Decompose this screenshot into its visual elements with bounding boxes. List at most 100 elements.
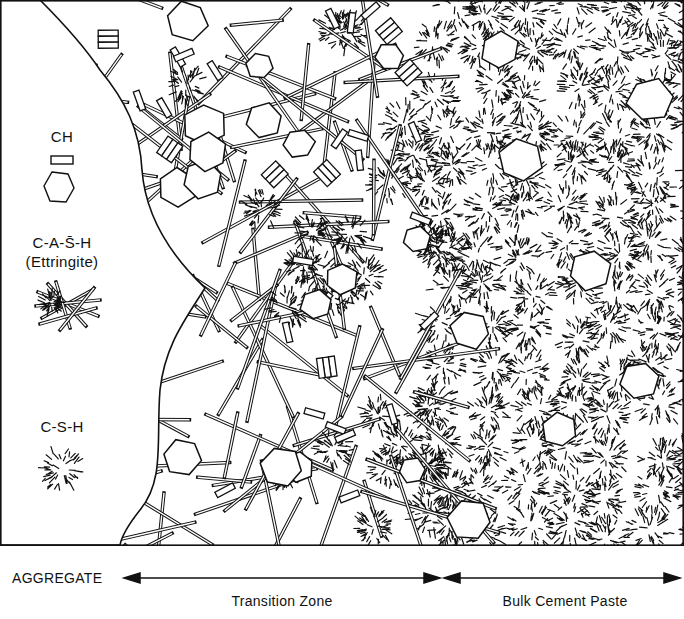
zone-label: Transition Zone (231, 593, 332, 611)
ch-plate (293, 256, 314, 265)
csh-fibres (543, 18, 598, 69)
ch-plate (375, 18, 402, 45)
csh-fibres (583, 390, 630, 437)
ettringite-needle (354, 349, 499, 369)
ettringite-needle (324, 73, 335, 164)
csh-cluster (628, 221, 671, 262)
csh-cluster (330, 215, 371, 253)
csh-cluster (668, 308, 684, 357)
ettringite-needle (231, 20, 282, 25)
csh-cluster (468, 388, 511, 432)
ch-hexagon (499, 139, 542, 181)
csh-fibres (456, 260, 506, 305)
ch-plate (133, 90, 145, 111)
ch-hexagon (283, 130, 315, 157)
csh-fibres (590, 65, 636, 117)
ettringite-needle (365, 376, 469, 460)
csh-cluster (628, 178, 679, 231)
ettringite-sample (36, 282, 100, 330)
csh-fibres (633, 270, 675, 318)
csh-cluster (554, 140, 599, 184)
csh-fibres (589, 113, 644, 163)
csh-fibres (581, 476, 626, 523)
ch-hexagon-sample (44, 172, 74, 202)
ch-plate (173, 48, 194, 61)
ettringite-needle (336, 327, 360, 425)
csh-fibres (634, 464, 683, 515)
csh-cluster (169, 66, 206, 107)
csh-cluster (293, 215, 332, 252)
csh-cluster (589, 113, 644, 163)
csh-fibres (493, 178, 543, 232)
csh-fibres (591, 27, 642, 75)
ch-hexagon (300, 290, 331, 319)
csh-cluster (557, 63, 605, 110)
legend-label: C-A-S̄-H (Ettringite) (8, 234, 116, 272)
csh-cluster (681, 185, 684, 234)
ettringite-needle (367, 459, 495, 508)
csh-fibres (668, 308, 684, 357)
ch-plate (339, 490, 360, 503)
csh-fibres (624, 152, 677, 206)
ch-plate (348, 130, 369, 142)
ettringite-needle (270, 222, 388, 228)
ch-hexagon (620, 363, 659, 398)
csh-fibres (464, 187, 511, 234)
csh-fibres (414, 21, 459, 68)
csh-cluster (39, 447, 83, 491)
ettringite-needle (397, 429, 494, 542)
csh-fibres (284, 244, 325, 287)
csh-fibres (543, 495, 598, 545)
ch-plate (314, 160, 341, 187)
csh-cluster (38, 288, 65, 316)
csh-fibres (354, 507, 392, 545)
csh-fibres (638, 437, 684, 481)
csh-cluster (673, 0, 684, 29)
ettringite-needle (242, 436, 261, 487)
csh-fibres (169, 66, 206, 107)
ettringite-needle (283, 172, 363, 262)
ch-hexagon (327, 264, 357, 295)
csh-cluster (548, 0, 599, 29)
csh-cluster (354, 507, 392, 545)
csh-fibres (673, 0, 684, 29)
csh-cluster (552, 111, 604, 162)
ch-hexagon (447, 501, 490, 538)
csh-cluster (500, 300, 552, 350)
csh-fibres (39, 447, 83, 491)
csh-cluster (502, 76, 546, 124)
ch-plate (326, 8, 340, 29)
csh-cluster (467, 425, 508, 470)
csh-cluster (493, 178, 543, 232)
ch-plate (207, 61, 223, 81)
csh-fibres (502, 459, 550, 509)
ch-hexagon (260, 448, 301, 486)
ettringite-needle (203, 172, 331, 242)
ch-plate (316, 356, 337, 378)
csh-cluster (587, 516, 629, 546)
csh-cluster (583, 434, 627, 480)
csh-fibres (548, 0, 599, 29)
csh-fibres (673, 472, 684, 522)
ch-plate (157, 136, 183, 163)
csh-fibres (557, 63, 605, 110)
zone-label: Bulk Cement Paste (503, 593, 628, 611)
ch-plate (386, 404, 397, 425)
csh-cluster (559, 356, 601, 401)
csh-cluster (634, 464, 683, 515)
csh-fibres (468, 388, 511, 432)
csh-cluster (241, 189, 282, 229)
csh-cluster (464, 187, 511, 234)
csh-fibres (542, 181, 589, 227)
csh-cluster (418, 106, 471, 159)
csh-cluster (456, 260, 506, 305)
ettringite-needle (415, 392, 468, 407)
csh-sample (39, 447, 83, 491)
csh-fibres (666, 23, 684, 68)
csh-fibres (500, 300, 552, 350)
csh-fibres (502, 76, 546, 124)
ch-plate (282, 322, 292, 343)
zone-label: AGGREGATE (12, 570, 102, 588)
csh-cluster (507, 503, 557, 545)
ch-plate (304, 408, 325, 419)
